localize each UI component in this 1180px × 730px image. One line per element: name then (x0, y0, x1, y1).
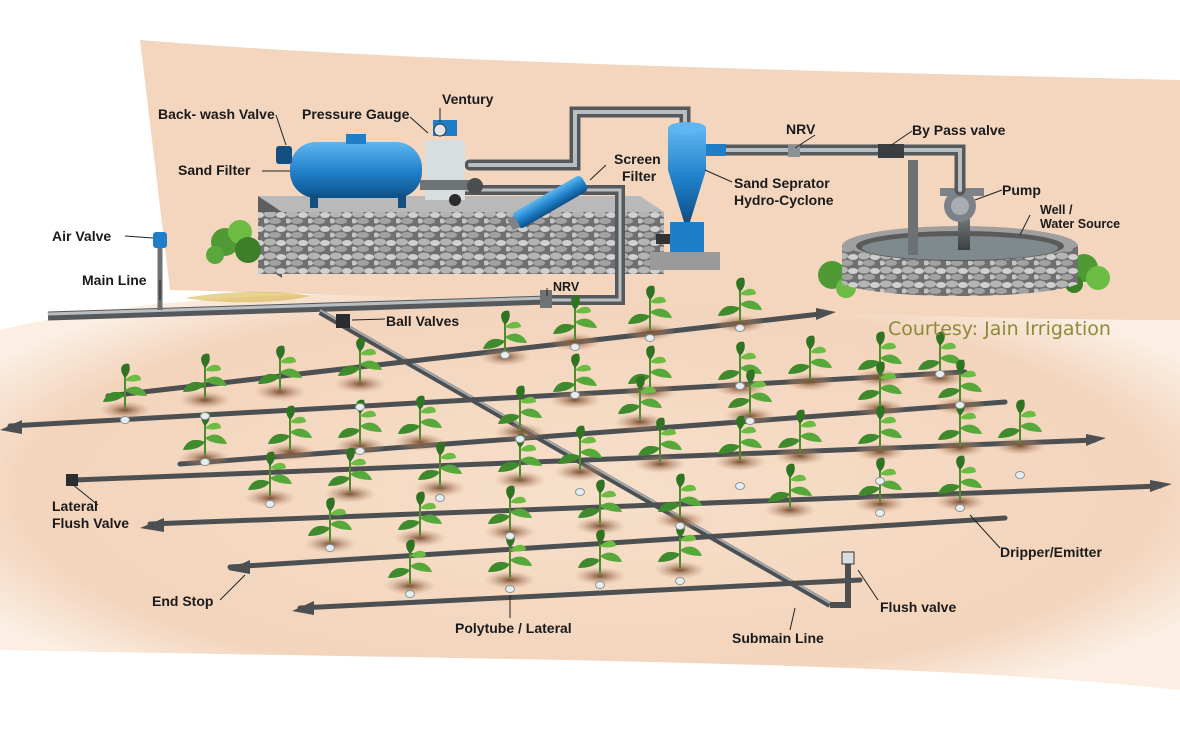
backwash-valve-label: Back- wash Valve (158, 106, 275, 122)
pump-label: Pump (1002, 182, 1041, 198)
venturi-label: Ventury (442, 91, 494, 107)
well-label-line1: Well / (1040, 203, 1073, 217)
screen-filter (507, 176, 588, 231)
top-pipework (455, 106, 966, 305)
nrv-main-label: NRV (553, 280, 580, 294)
sand-separator-label-line1: Sand Seprator (734, 175, 830, 191)
end-stop-label: End Stop (152, 593, 214, 609)
bypass-valve-label: By Pass valve (912, 122, 1006, 138)
flush-valve-label: Flush valve (880, 599, 957, 615)
main-line (47, 232, 552, 321)
label-leaders (71, 108, 1031, 631)
ball-valves-label: Ball Valves (386, 313, 460, 329)
laterals (0, 308, 1172, 615)
sand-filter (276, 134, 422, 208)
air-valve-label: Air Valve (52, 228, 112, 244)
lateral-flush-label-line1: Lateral (52, 498, 98, 514)
polytube-lateral-label: Polytube / Lateral (455, 620, 572, 636)
pressure-gauge-label: Pressure Gauge (302, 106, 410, 122)
dripper-emitter-label: Dripper/Emitter (1000, 544, 1102, 560)
hydro-cyclone (656, 122, 726, 252)
screen-filter-label-line2: Filter (622, 168, 657, 184)
submain-line-label: Submain Line (732, 630, 824, 646)
lateral-flush-label-line2: Flush Valve (52, 515, 130, 531)
shrub-left (206, 220, 261, 264)
sand-filter-label: Sand Filter (178, 162, 251, 178)
screen-filter-label-line1: Screen (614, 151, 661, 167)
courtesy-credit: Courtesy: Jain Irrigation (888, 318, 1111, 340)
well-label-line2: Water Source (1040, 217, 1121, 231)
sand-separator-label-line2: Hydro-Cyclone (734, 192, 834, 208)
venturi-assembly (420, 120, 483, 206)
main-line-label: Main Line (82, 272, 147, 288)
filter-platform (258, 196, 720, 278)
nrv-top-label: NRV (786, 121, 816, 137)
